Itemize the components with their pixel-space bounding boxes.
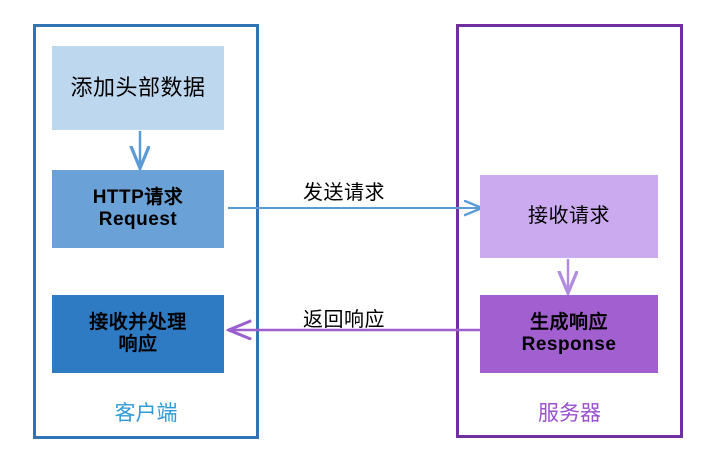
node-generate-response-line1: 生成响应 <box>529 311 608 333</box>
node-generate-response-line2: Response <box>521 334 617 355</box>
node-generate-response[interactable]: 生成响应 Response <box>480 295 658 373</box>
node-http-request-line1: HTTP请求 <box>92 186 184 208</box>
node-receive-and-process-response[interactable]: 接收并处理 响应 <box>52 295 224 373</box>
client-caption: 客户端 <box>114 402 178 425</box>
node-add-header-line1: 添加头部数据 <box>70 75 206 101</box>
arrow-label-return-response: 返回响应 <box>303 309 385 331</box>
node-add-header[interactable]: 添加头部数据 <box>52 46 224 130</box>
node-receive-request-line1: 接收请求 <box>528 204 610 227</box>
node-http-request-line2: Request <box>98 209 178 230</box>
server-container <box>456 24 683 438</box>
node-receive-response-line2: 响应 <box>118 334 158 355</box>
server-caption: 服务器 <box>538 402 601 425</box>
client-container <box>33 24 259 439</box>
node-receive-request[interactable]: 接收请求 <box>480 175 658 258</box>
arrow-label-send-request: 发送请求 <box>303 182 385 204</box>
node-http-request[interactable]: HTTP请求 Request <box>52 170 224 248</box>
node-receive-response-line1: 接收并处理 <box>89 311 187 333</box>
